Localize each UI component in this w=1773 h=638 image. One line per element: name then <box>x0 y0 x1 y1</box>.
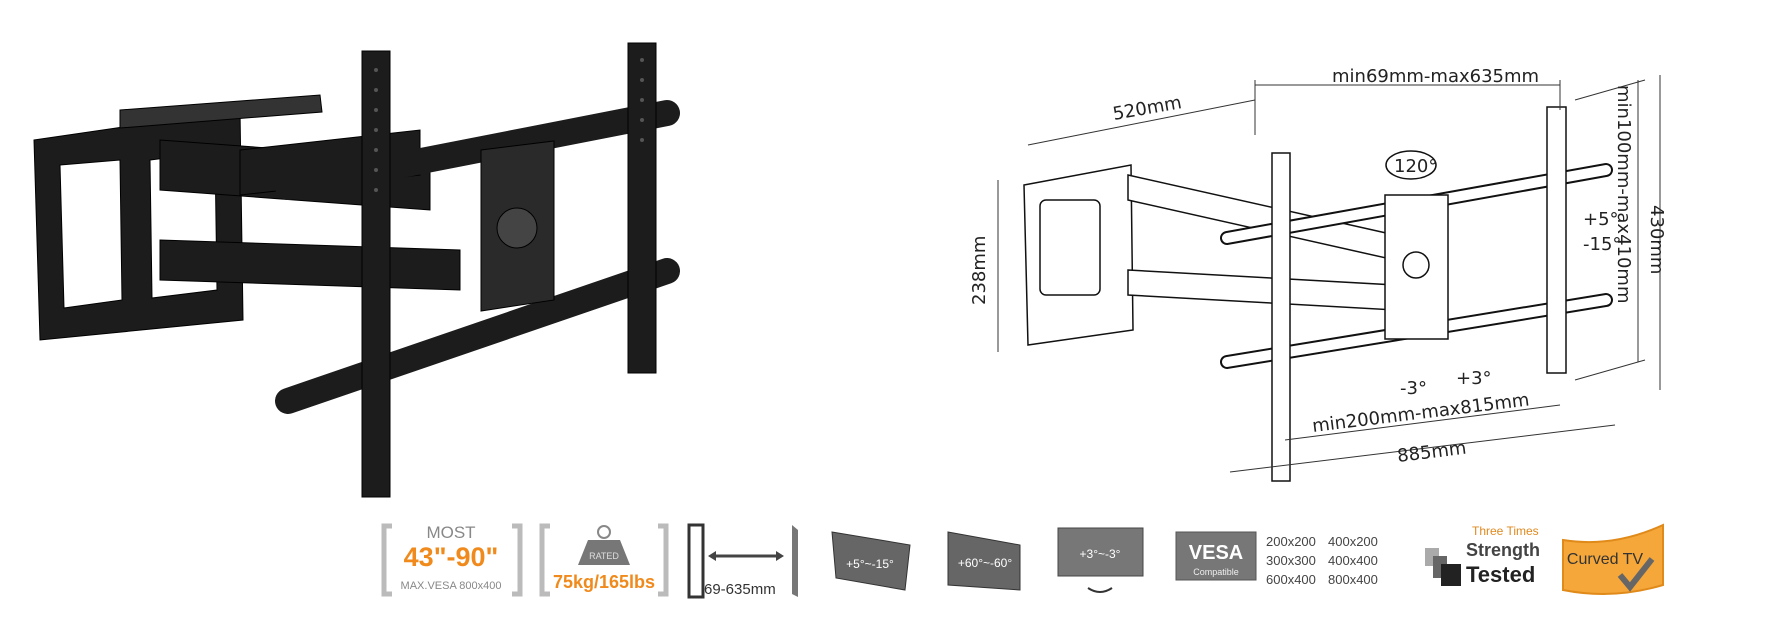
screen-size-top: MOST <box>426 523 475 542</box>
vesa-size: 200x200 <box>1266 534 1316 549</box>
rail-height-label: 430mm <box>1646 205 1667 274</box>
weight-icon <box>597 525 611 539</box>
curved-tv-label: Curved TV <box>1567 551 1644 568</box>
offset-range-label: min69mm-max635mm <box>1332 66 1539 87</box>
top-crossbar <box>275 100 680 200</box>
strength-line3: Tested <box>1466 562 1535 587</box>
strength-line1: Three Times <box>1472 524 1539 538</box>
tv-side-icon <box>792 525 798 597</box>
drawing-left-rail <box>1271 152 1291 482</box>
right-rail <box>627 42 657 374</box>
drawing-right-rail <box>1546 106 1567 374</box>
strength-line2: Strength <box>1466 540 1540 560</box>
screen-size-range: 43"-90" <box>404 542 499 572</box>
feature-swivel: +60°~-60° <box>947 531 1021 591</box>
swivel-label: +60°~-60° <box>958 556 1013 570</box>
rated-badge: RATED <box>589 551 619 561</box>
feature-curved-tv: Curved TV <box>1562 523 1664 595</box>
wall-icon <box>687 523 705 599</box>
feature-extension: 69-635mm <box>687 523 798 599</box>
wall-plate-height-label: 238mm <box>969 236 990 305</box>
feature-tilt: +5°~-15° <box>831 531 911 591</box>
feature-strength: Three Times Strength Tested <box>1425 524 1540 587</box>
dimension-drawing <box>1023 106 1613 482</box>
swivel-icon <box>947 531 1021 591</box>
tilt-up-label: +5° <box>1583 209 1619 230</box>
vesa-size: 800x400 <box>1328 572 1378 587</box>
vesa-size: 300x300 <box>1266 553 1316 568</box>
vesa-size: 400x400 <box>1328 553 1378 568</box>
feature-rotation: +3°~-3° <box>1057 527 1144 593</box>
tilt-icon <box>831 531 911 591</box>
vesa-logo <box>1175 531 1257 581</box>
tilt-label: +5°~-15° <box>846 557 894 571</box>
swivel-ellipse <box>1385 150 1437 180</box>
feature-screen-size: MOST 43"-90" MAX.VESA 800x400 <box>381 523 523 597</box>
rotation-icon <box>1057 527 1144 577</box>
feature-load-rating: RATED 75kg/165lbs <box>539 523 669 597</box>
vesa-logo-sub: Compatible <box>1193 567 1239 577</box>
vesa-size: 600x400 <box>1266 572 1316 587</box>
arm-length-label: 520mm <box>1111 92 1183 125</box>
bracket-photo <box>33 42 680 498</box>
swivel-angle-label: 120° <box>1394 156 1437 177</box>
vesa-size: 400x200 <box>1328 534 1378 549</box>
level-minus-label: -3° <box>1400 378 1427 399</box>
feature-vesa: VESA Compatible 200x200 400x200 300x300 … <box>1175 531 1378 587</box>
bar-width-label: 885mm <box>1396 438 1467 467</box>
bottom-crossbar <box>275 258 680 414</box>
screen-size-vesa: MAX.VESA 800x400 <box>401 580 502 592</box>
vesa-logo-text: VESA <box>1189 542 1243 564</box>
left-rail <box>361 50 391 498</box>
check-icon <box>1617 557 1655 592</box>
level-plus-label: +3° <box>1456 368 1492 389</box>
rail-vesa-label: min100mm-max410mm <box>1613 85 1634 304</box>
extension-label: 69-635mm <box>704 581 776 598</box>
drawing-lower-arm <box>1127 269 1396 311</box>
dimension-lines <box>997 75 1661 473</box>
rotation-label: +3°~-3° <box>1080 547 1121 561</box>
load-value: 75kg/165lbs <box>553 572 655 592</box>
tilt-down-label: -15° <box>1583 234 1621 255</box>
